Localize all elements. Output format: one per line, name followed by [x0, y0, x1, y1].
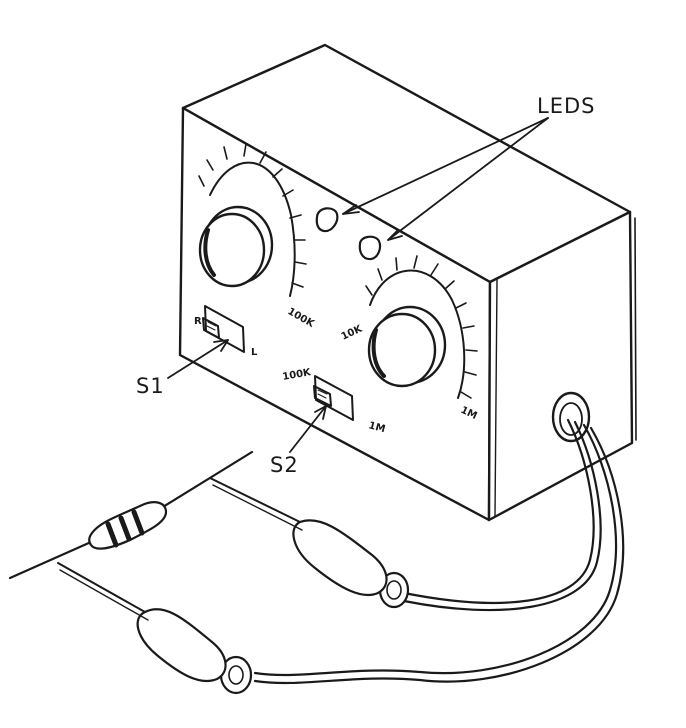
test-lead-lower-wire	[253, 423, 618, 677]
switch-s1-plate	[204, 305, 245, 353]
switch-s2-lever[interactable]	[313, 385, 332, 407]
resistor-body	[88, 501, 168, 550]
leds-pointer	[342, 117, 549, 241]
dial-left-knob-shadow	[203, 228, 216, 277]
box-front-edge-line	[494, 279, 498, 517]
test-lead-upper-tip	[209, 477, 301, 523]
test-lead-upper-probe[interactable]	[292, 519, 388, 597]
switch-s1-pointer	[167, 339, 229, 379]
box-side-face	[487, 210, 634, 522]
switch-s1-lever[interactable]	[202, 317, 220, 339]
switch-s1-right-label: L	[251, 347, 258, 358]
switch-s1-left-label: R	[194, 316, 202, 327]
switch-s2[interactable]: 100K 1M	[282, 367, 387, 453]
resistor-lead-left	[8, 536, 102, 580]
dial-right-knob-shadow	[371, 328, 386, 378]
leds-label: LEDS	[537, 94, 595, 118]
switch-s2-right-label: 1M	[367, 420, 386, 435]
resistor-lead-right	[156, 450, 254, 512]
switch-s2-left-label: 100K	[282, 367, 313, 383]
resistor	[8, 450, 254, 580]
dial-right[interactable]: 10K 1M	[340, 255, 479, 422]
dial-left-scale-arc	[209, 161, 296, 297]
switch-s2-pointer	[289, 405, 327, 453]
dial-right-ticks	[365, 255, 478, 399]
s1-label: S1	[136, 374, 165, 398]
test-lead-upper-wire	[402, 418, 595, 604]
dial-right-scale-arc	[369, 269, 466, 399]
led-2	[358, 235, 382, 261]
dial-left-knob[interactable]	[198, 212, 266, 288]
led-1	[315, 207, 339, 233]
test-lead-upper	[209, 418, 602, 612]
dial-right-knob[interactable]	[367, 312, 437, 388]
switch-s1[interactable]: R L	[167, 305, 258, 379]
resistor-bands	[105, 509, 145, 548]
instrument-box	[178, 43, 637, 522]
s2-label: S2	[270, 453, 299, 477]
dial-left-ticks	[198, 143, 307, 288]
test-lead-lower-probe[interactable]	[136, 608, 227, 683]
test-lead-lower-tip	[57, 562, 146, 613]
cable-grommet	[551, 391, 591, 443]
test-lead-lower	[57, 423, 625, 695]
box-back-edge-line	[634, 217, 637, 441]
switch-s2-plate	[314, 375, 354, 421]
